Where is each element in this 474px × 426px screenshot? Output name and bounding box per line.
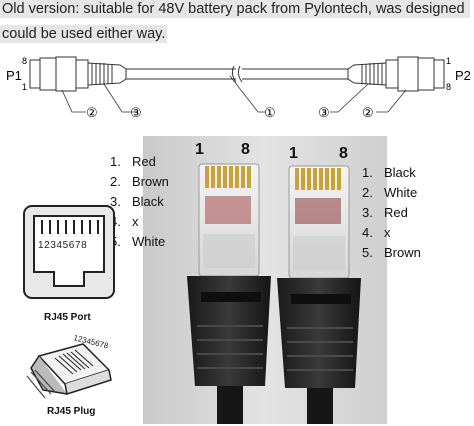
wire-color: White bbox=[132, 234, 166, 249]
list-number: 3. bbox=[110, 194, 121, 209]
right-pinout-list: 1. Black 2. White 3. Red 4. x 5. Brown bbox=[362, 163, 421, 263]
photo-left-pin-8: 8 bbox=[241, 141, 250, 158]
right-connector bbox=[347, 56, 445, 92]
list-item: 3. Red bbox=[362, 203, 421, 223]
left-plug bbox=[187, 163, 271, 424]
wire-color: Red bbox=[132, 154, 156, 169]
wire-color: x bbox=[132, 214, 139, 229]
header-line-1: Old version: suitable for 48V battery pa… bbox=[0, 0, 470, 18]
callout-2-left: ② bbox=[86, 105, 98, 120]
pin-label-left-top: 8 bbox=[22, 56, 27, 66]
left-pinout-list: 1. Red 2. Brown 3. Black 4. x 5. White bbox=[110, 152, 169, 252]
header-line-2: could be used either way. bbox=[0, 25, 168, 43]
list-number: 2. bbox=[110, 174, 121, 189]
list-number: 5. bbox=[362, 245, 373, 260]
list-number: 2. bbox=[362, 185, 373, 200]
right-plug bbox=[277, 165, 361, 424]
list-number: 5. bbox=[110, 234, 121, 249]
wire-color: Red bbox=[384, 205, 408, 220]
list-item: 2. White bbox=[362, 183, 421, 203]
rj45-plugs-photo: 1 8 1 8 bbox=[143, 136, 387, 424]
list-item: 5. White bbox=[110, 232, 169, 252]
rj45-plug-illustration: 12345678 RJ45 Plug bbox=[26, 333, 112, 417]
wire-color: Brown bbox=[384, 245, 421, 260]
pin-label-right-top: 1 bbox=[446, 56, 451, 66]
list-number: 1. bbox=[362, 165, 373, 180]
rj45-port-illustration: 12345678 RJ45 Port bbox=[23, 205, 115, 323]
callout-3-left: ③ bbox=[130, 105, 142, 120]
wire-color: White bbox=[384, 185, 418, 200]
list-number: 1. bbox=[110, 154, 121, 169]
callout-3-right: ③ bbox=[318, 105, 330, 120]
list-item: 1. Red bbox=[110, 152, 169, 172]
pin-label-right-bottom: 8 bbox=[446, 82, 451, 92]
wire-color: Brown bbox=[132, 174, 169, 189]
label-p2: P2 bbox=[455, 68, 471, 83]
pin-label-left-bottom: 1 bbox=[22, 82, 27, 92]
wire-color: Black bbox=[384, 165, 416, 180]
list-item: 4. x bbox=[362, 223, 421, 243]
list-number: 4. bbox=[362, 225, 373, 240]
photo-right-pin-8: 8 bbox=[339, 145, 348, 162]
list-item: 1. Black bbox=[362, 163, 421, 183]
list-number: 4. bbox=[110, 214, 121, 229]
callout-2-right: ② bbox=[362, 105, 374, 120]
rj45-plug-caption: RJ45 Plug bbox=[47, 406, 95, 417]
list-number: 3. bbox=[362, 205, 373, 220]
list-item: 4. x bbox=[110, 212, 169, 232]
list-item: 2. Brown bbox=[110, 172, 169, 192]
photo-right-pin-1: 1 bbox=[289, 145, 298, 162]
port-pin-numbers: 12345678 bbox=[38, 240, 87, 251]
left-connector bbox=[29, 56, 127, 92]
wire-color: Black bbox=[132, 194, 164, 209]
photo-left-pin-1: 1 bbox=[195, 141, 204, 158]
label-p1: P1 bbox=[6, 68, 22, 83]
callout-1: ① bbox=[264, 105, 276, 120]
rj45-port-caption: RJ45 Port bbox=[44, 312, 91, 323]
cable-diagram: P1 8 1 1 8 P2 bbox=[6, 56, 471, 120]
wire-color: x bbox=[384, 225, 391, 240]
list-item: 5. Brown bbox=[362, 243, 421, 263]
list-item: 3. Black bbox=[110, 192, 169, 212]
